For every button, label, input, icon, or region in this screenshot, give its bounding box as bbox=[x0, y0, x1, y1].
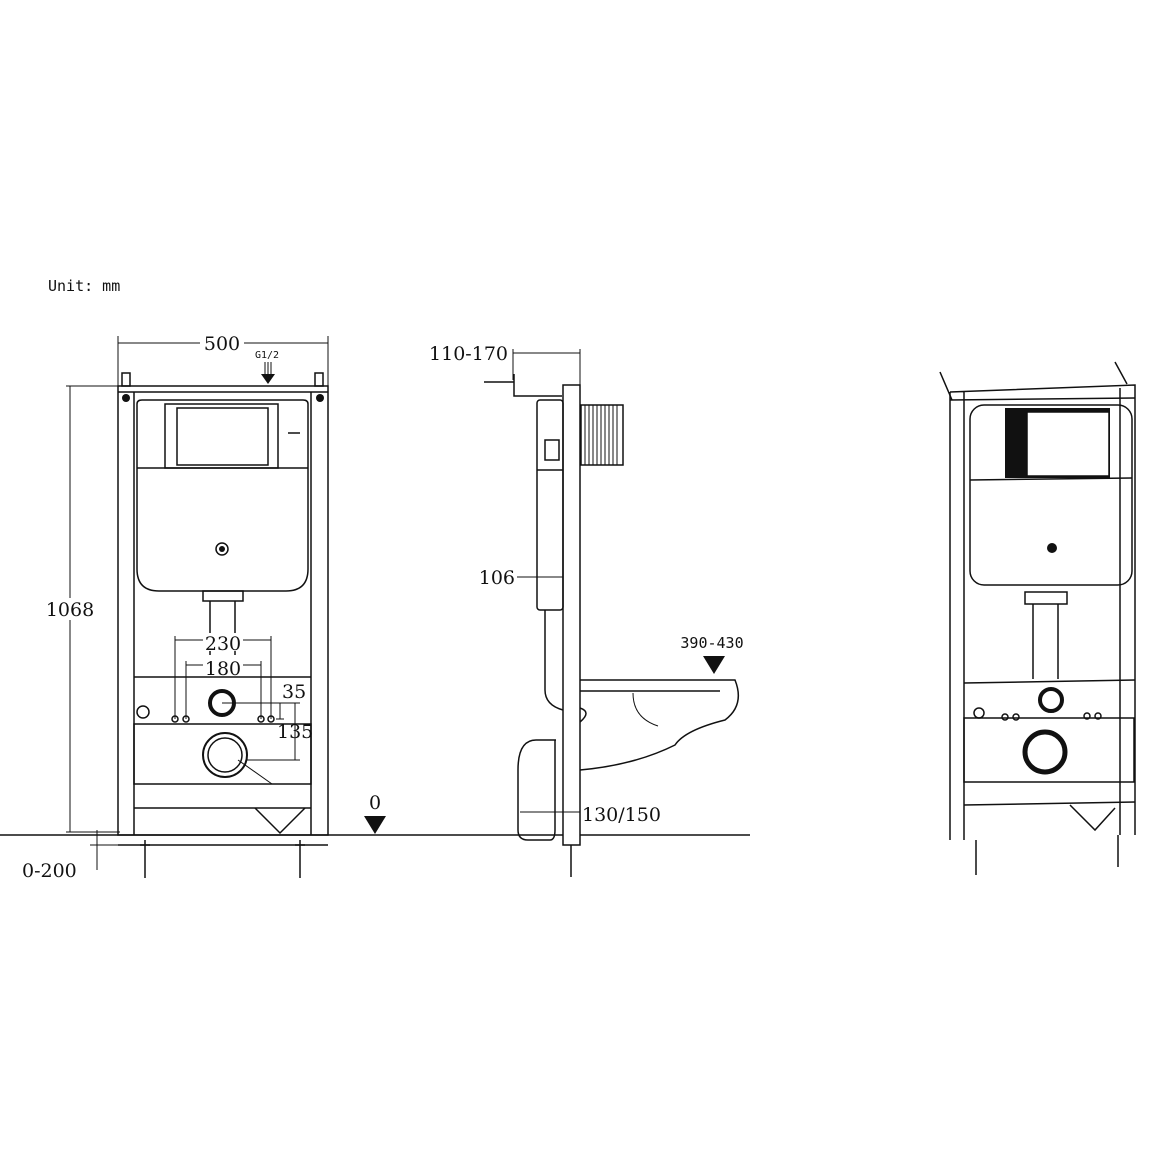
floor-level-label: 0 bbox=[369, 792, 381, 814]
perspective-view bbox=[939, 361, 1136, 875]
offset-35: 35 bbox=[282, 681, 306, 703]
frame-profile bbox=[562, 384, 581, 846]
side-view: 110-170 106 390-430 130/150 bbox=[429, 343, 744, 877]
flush-plate bbox=[580, 404, 624, 466]
offset-135: 135 bbox=[277, 721, 313, 743]
front-view: 500 G1/2 1068 230 bbox=[22, 333, 386, 882]
unit-label: Unit: mm bbox=[48, 277, 120, 295]
bracket-depth-dimension: 110-170 bbox=[429, 343, 508, 365]
inlet-arrow-icon bbox=[261, 374, 275, 384]
toilet-bowl bbox=[579, 679, 740, 771]
leg-adjust-dimension: 0-200 bbox=[22, 860, 77, 882]
width-dimension: 500 bbox=[204, 333, 240, 355]
inlet-label: G1/2 bbox=[255, 350, 279, 361]
cistern bbox=[136, 399, 309, 592]
outlet-ring-icon bbox=[202, 732, 248, 778]
floor-level-arrow-icon bbox=[364, 816, 386, 834]
seat-height-arrow-icon bbox=[703, 656, 725, 674]
height-dimension: 1068 bbox=[46, 599, 94, 621]
cistern-valve-icon bbox=[215, 542, 229, 556]
frame-depth-dimension: 106 bbox=[479, 567, 515, 589]
outlet-dimension: 130/150 bbox=[582, 804, 661, 826]
spacing-180: 180 bbox=[205, 658, 241, 680]
seat-height-dimension: 390-430 bbox=[680, 634, 743, 652]
spacing-230: 230 bbox=[205, 633, 241, 655]
